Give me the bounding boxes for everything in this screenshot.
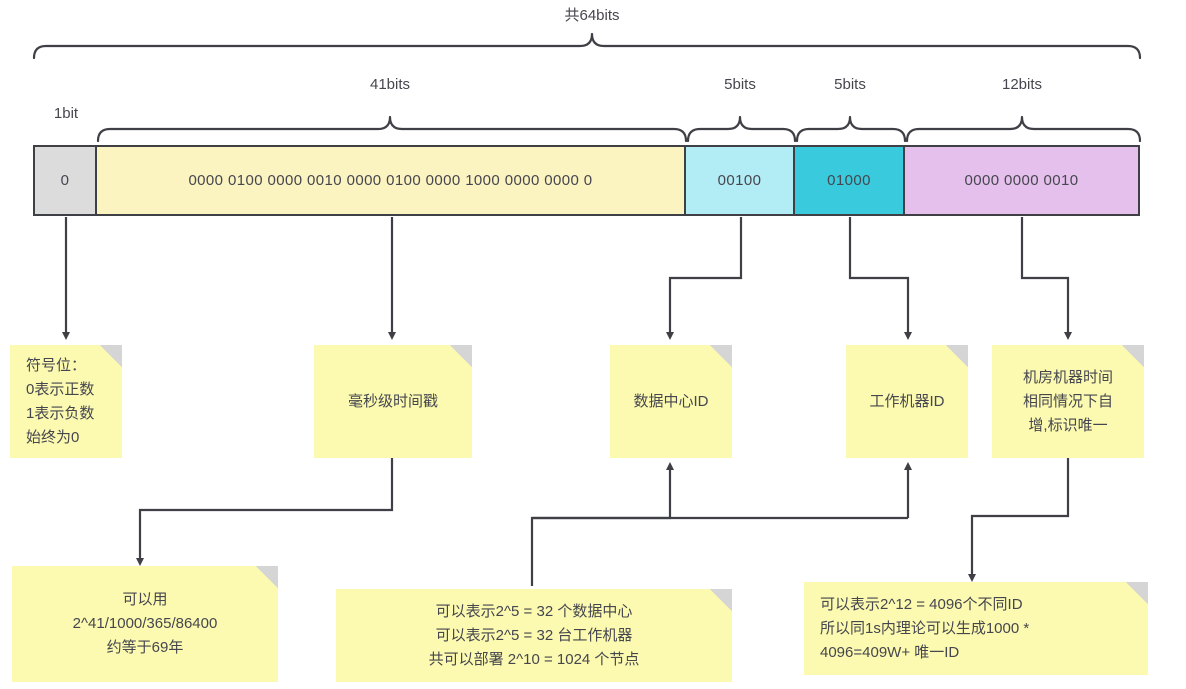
note-fold-corner-icon [450,345,472,367]
note-datacenter-worker-detail-text: 可以表示2^5 = 32 个数据中心 可以表示2^5 = 32 台工作机器 共可… [428,602,640,668]
note-sequence-detail-text: 可以表示2^12 = 4096个不同ID 所以同1s内理论可以生成1000 * … [820,595,1030,661]
note-sequence-text: 机房机器时间 相同情况下自 增,标识唯一 [1022,368,1113,434]
note-fold-corner-icon [256,566,278,588]
wire-seq-to-note [1020,217,1072,340]
brace-total-64bits [32,32,1142,60]
note-sequence-detail[interactable]: 可以表示2^12 = 4096个不同ID 所以同1s内理论可以生成1000 * … [804,582,1148,675]
wire-dcdetail-to-dcnote [530,462,674,586]
bit-segment-timestamp[interactable]: 0000 0100 0000 0010 0000 0100 0000 1000 … [97,145,686,216]
note-fold-corner-icon [710,345,732,367]
note-worker-id-text: 工作机器ID [869,392,945,410]
bit-segment-sequence[interactable]: 0000 0000 0010 [905,145,1140,216]
note-worker-id[interactable]: 工作机器ID [846,345,968,458]
brace-12bits [905,115,1142,143]
label-5bits-worker: 5bits [834,76,866,93]
note-fold-corner-icon [946,345,968,367]
label-5bits-dc: 5bits [724,76,756,93]
note-datacenter-id[interactable]: 数据中心ID [610,345,732,458]
bit-segment-datacenter[interactable]: 00100 [686,145,795,216]
brace-5bits-worker [795,115,907,143]
note-fold-corner-icon [1122,345,1144,367]
label-41bits: 41bits [369,76,411,93]
note-millisecond-timestamp-text: 毫秒级时间戳 [347,392,438,410]
wire-seqnote-to-detail [968,458,1070,582]
brace-41bits [96,115,688,143]
note-datacenter-id-text: 数据中心ID [633,392,709,410]
wire-dc-to-note [666,217,743,340]
label-12bits: 12bits [1001,76,1043,93]
note-fold-corner-icon [1126,582,1148,604]
wire-timenote-to-detail [136,458,394,566]
label-total-64bits: 共64bits [564,7,620,24]
brace-5bits-dc [686,115,797,143]
note-datacenter-worker-detail[interactable]: 可以表示2^5 = 32 个数据中心 可以表示2^5 = 32 台工作机器 共可… [336,589,732,682]
note-sign-bit[interactable]: 符号位： 0表示正数 1表示负数 始终为0 [10,345,122,458]
note-timestamp-detail[interactable]: 可以用 2^41/1000/365/86400 约等于69年 [12,566,278,682]
note-sequence[interactable]: 机房机器时间 相同情况下自 增,标识唯一 [992,345,1144,458]
note-fold-corner-icon [710,589,732,611]
note-timestamp-detail-text: 可以用 2^41/1000/365/86400 约等于69年 [72,591,218,656]
note-millisecond-timestamp[interactable]: 毫秒级时间戳 [314,345,472,458]
wire-worker-to-note [848,217,912,340]
note-sign-bit-text: 符号位： 0表示正数 1表示负数 始终为0 [26,356,95,446]
bit-segment-sign[interactable]: 0 [33,145,97,216]
label-1bit: 1bit [53,105,79,122]
note-fold-corner-icon [100,345,122,367]
bit-segment-worker[interactable]: 01000 [795,145,905,216]
